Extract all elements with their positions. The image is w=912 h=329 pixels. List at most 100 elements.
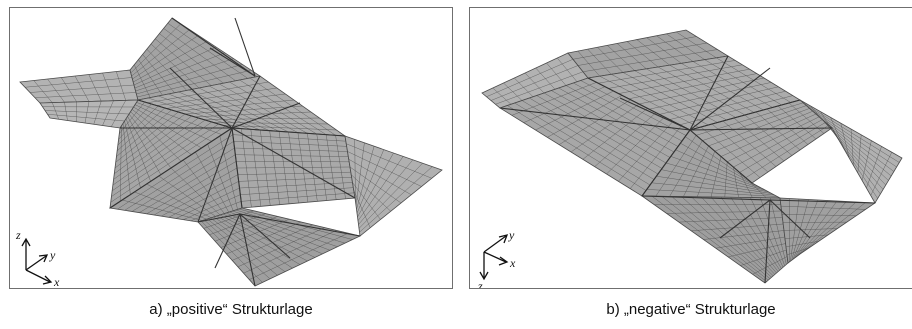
mesh-line — [606, 116, 665, 175]
mesh-ridge — [197, 127, 233, 223]
mesh-line — [629, 125, 682, 189]
z-axis-label: z — [477, 279, 483, 289]
mesh-line — [495, 71, 584, 105]
mesh-line — [659, 86, 779, 115]
mesh-line — [194, 111, 312, 118]
mesh-line — [618, 121, 674, 182]
mesh-line — [131, 147, 235, 212]
mesh-ridge — [214, 213, 241, 269]
mesh-line — [213, 122, 329, 125]
mesh-line — [114, 115, 192, 174]
mesh-line — [781, 214, 857, 216]
mesh-line — [572, 36, 697, 60]
mesh-line — [511, 82, 597, 116]
mesh-line — [806, 105, 897, 168]
mesh-ridge — [239, 213, 256, 287]
mesh-line — [582, 49, 718, 72]
mesh-ridge — [587, 77, 691, 131]
mesh-line — [594, 112, 657, 167]
mesh-line — [669, 140, 703, 197]
caption-positive: a) „positive“ Strukturlage — [149, 301, 313, 318]
mesh-line — [786, 247, 810, 256]
x-axis-label: x — [509, 256, 516, 270]
mesh-line — [780, 205, 866, 210]
mesh-line — [117, 134, 233, 210]
mesh-patch — [344, 135, 443, 237]
mesh-ridge — [109, 127, 233, 209]
y-axis-arrow — [25, 255, 47, 271]
mesh-ridge — [239, 213, 361, 237]
mesh-ridge — [137, 99, 233, 129]
mesh-ridge — [641, 195, 771, 201]
mesh-ridge — [231, 127, 243, 209]
mesh-line — [752, 256, 788, 275]
mesh-ridge — [689, 127, 833, 131]
mesh-line — [153, 167, 238, 216]
mesh-ridge — [239, 213, 291, 259]
mesh-line — [175, 99, 295, 112]
mesh-line — [784, 234, 829, 239]
mesh-line — [237, 171, 351, 175]
mesh-ridge — [171, 17, 256, 77]
mesh-line — [116, 109, 172, 157]
mesh-line — [678, 217, 783, 223]
mesh-line — [203, 210, 254, 229]
mesh-line — [226, 221, 302, 255]
mesh-line — [34, 92, 137, 98]
y-arrowhead — [498, 234, 509, 244]
mesh-ridge — [641, 129, 691, 197]
mesh-line — [577, 42, 708, 66]
mesh-ridge — [689, 55, 729, 131]
x-axis-arrow — [483, 251, 507, 263]
mesh-line — [679, 95, 793, 126]
mesh-ridge — [169, 67, 233, 129]
mesh-line — [490, 65, 579, 101]
mesh-line — [559, 99, 631, 145]
mesh-line — [239, 182, 353, 189]
mesh-line — [608, 64, 743, 89]
mesh-line — [702, 105, 807, 141]
mesh-ridge — [689, 99, 801, 131]
mesh-line — [666, 210, 782, 214]
mesh-line — [535, 90, 614, 131]
mesh-line — [628, 73, 757, 100]
z-arrowhead — [479, 271, 489, 281]
mesh-line — [649, 82, 772, 110]
mesh-line — [136, 64, 243, 95]
mesh-ridge — [209, 47, 256, 77]
mesh-line — [724, 161, 728, 198]
mesh-line — [720, 113, 817, 157]
caption-negative: b) „negative“ Strukturlage — [606, 301, 776, 318]
mesh-line — [828, 125, 878, 199]
panel-negative: z y x — [469, 7, 912, 289]
mesh-line — [130, 23, 181, 74]
axis-triad — [21, 237, 53, 285]
axis-triad — [479, 234, 509, 281]
mesh-line — [638, 77, 765, 105]
mesh-line — [739, 172, 753, 198]
x-arrowhead — [498, 256, 509, 266]
mesh-negative: z y x — [477, 29, 903, 289]
mesh-ridge — [234, 17, 256, 77]
mesh-line — [116, 107, 166, 152]
mesh-positive: z y x — [15, 17, 443, 288]
mesh-line — [236, 161, 350, 163]
mesh-line — [655, 135, 697, 197]
mesh-line — [115, 111, 179, 163]
mesh-line — [708, 108, 810, 147]
mesh-line — [47, 114, 125, 122]
mesh-line — [232, 134, 346, 142]
mesh-line — [353, 190, 371, 228]
mesh-patch — [19, 69, 139, 104]
y-axis-label: y — [49, 248, 56, 262]
mesh-line — [110, 125, 226, 203]
x-axis-arrow — [25, 269, 51, 283]
mesh-line — [815, 113, 889, 181]
mesh-line — [733, 167, 739, 198]
mesh-line — [234, 147, 348, 152]
mesh-line — [133, 46, 217, 86]
mesh-line — [812, 111, 892, 177]
mesh-surface — [481, 29, 903, 284]
mesh-line — [166, 93, 286, 109]
mesh-line — [346, 143, 432, 179]
